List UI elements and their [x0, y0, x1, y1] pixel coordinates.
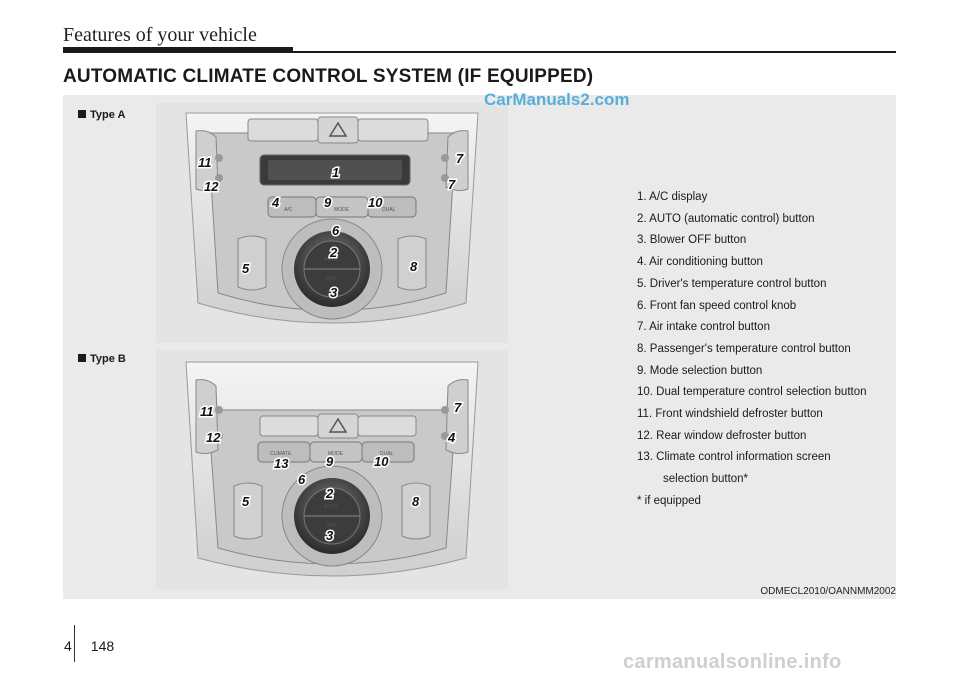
legend-item: 8. Passenger's temperature control butto…	[637, 342, 851, 355]
legend-item: 10. Dual temperature control selection b…	[637, 386, 867, 399]
legend-item: 5. Driver's temperature control button	[637, 277, 827, 290]
callout-8: 8	[412, 494, 420, 509]
legend-item: 3. Blower OFF button	[637, 234, 747, 247]
off-button-text: OFF	[326, 276, 336, 282]
square-bullet-icon	[78, 110, 86, 118]
page-number-value: 148	[90, 638, 115, 654]
callout-9: 9	[324, 195, 332, 210]
legend-item: 1. A/C display	[637, 191, 708, 203]
legend-item: 13. Climate control information screen	[637, 451, 831, 464]
legend-item: 11. Front windshield defroster button	[637, 408, 823, 421]
legend-item: 12. Rear window defroster button	[637, 429, 807, 442]
ac-button-text: A/C	[284, 207, 293, 213]
page-divider	[74, 625, 75, 662]
type-b-control-panel-illustration: CLIMATE MODE DUAL AUTO OFF 11 12 7 4 13 …	[185, 361, 479, 577]
callout-12: 12	[206, 430, 221, 445]
callout-legend-list: 1. A/C display 2. AUTO (automatic contro…	[637, 187, 867, 513]
legend-footnote: * if equipped	[637, 494, 701, 507]
legend-item: 7. Air intake control button	[637, 321, 770, 334]
callout-7: 7	[448, 177, 456, 192]
callout-11: 11	[200, 404, 214, 419]
dual-button-text: DUAL	[380, 451, 394, 457]
climate-button-text: CLIMATE	[270, 451, 292, 457]
callout-10: 10	[374, 454, 389, 469]
callout-2: 2	[329, 245, 338, 260]
callout-6: 6	[298, 472, 306, 487]
callout-9: 9	[326, 454, 334, 469]
type-a-figure: A/C MODE DUAL AUTO OFF 1 4 9 10 11 12 7 …	[156, 103, 508, 343]
type-a-label: Type A	[78, 109, 125, 121]
type-a-label-text: Type A	[90, 109, 126, 121]
figure-panel: Type A Type B A/C MODE	[63, 95, 896, 599]
callout-6: 6	[332, 223, 340, 238]
legend-item: 2. AUTO (automatic control) button	[637, 212, 815, 225]
type-b-label: Type B	[78, 353, 126, 365]
dual-button-text: DUAL	[382, 207, 396, 213]
callout-11: 11	[198, 155, 212, 170]
header-rule	[63, 51, 896, 53]
legend-item-continuation: selection button*	[663, 473, 749, 486]
callout-1: 1	[332, 165, 339, 180]
legend-item: 6. Front fan speed control knob	[637, 299, 797, 312]
watermark-carmanualsonline: carmanualsonline.info	[623, 651, 842, 673]
mode-button-text: MODE	[334, 207, 350, 213]
callout-5: 5	[242, 261, 250, 276]
header-rule-thick	[63, 47, 293, 53]
callout-3: 3	[326, 528, 334, 543]
callout-4: 4	[447, 430, 456, 445]
chapter-number: 4	[64, 638, 72, 654]
image-code: ODMECL2010/OANNMM2002	[760, 586, 896, 597]
callout-5: 5	[242, 494, 250, 509]
type-b-figure: CLIMATE MODE DUAL AUTO OFF 11 12 7 4 13 …	[156, 350, 508, 590]
auto-button-text: AUTO	[324, 257, 338, 263]
callout-13: 13	[274, 456, 289, 471]
callout-7: 7	[456, 151, 464, 166]
page-number: 4 148	[64, 638, 114, 654]
running-head: Features of your vehicle	[63, 24, 257, 46]
watermark-carmanuals2: CarManuals2.com	[484, 90, 630, 109]
section-title: AUTOMATIC CLIMATE CONTROL SYSTEM (IF EQU…	[63, 66, 594, 87]
legend-item: 4. Air conditioning button	[637, 256, 763, 269]
legend-item: 9. Mode selection button	[637, 364, 763, 377]
callout-7: 7	[454, 400, 462, 415]
callout-12: 12	[204, 179, 219, 194]
type-b-label-text: Type B	[90, 353, 126, 365]
callout-10: 10	[368, 195, 383, 210]
type-a-control-panel-illustration: A/C MODE DUAL AUTO OFF 1 4 9 10 11 12 7 …	[185, 112, 479, 324]
auto-button-text: AUTO	[324, 504, 338, 510]
mode-button-text: MODE	[328, 451, 344, 457]
off-button-text: OFF	[326, 523, 336, 529]
square-bullet-icon	[78, 354, 86, 362]
callout-8: 8	[410, 259, 418, 274]
callout-4: 4	[271, 195, 280, 210]
callout-3: 3	[330, 285, 338, 300]
callout-2: 2	[325, 486, 334, 501]
